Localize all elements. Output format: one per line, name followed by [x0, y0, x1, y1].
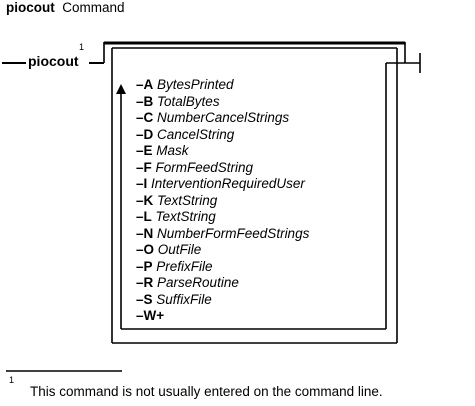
- option-row: –F FormFeedString: [136, 160, 253, 176]
- option-row: –W+: [136, 308, 164, 324]
- option-flag: –A: [136, 77, 154, 92]
- option-flag: –F: [136, 159, 152, 175]
- page-heading: piocout Command: [6, 0, 125, 15]
- option-parameter: SuffixFile: [156, 291, 212, 307]
- option-flag: –C: [136, 110, 154, 125]
- option-row: –K TextString: [136, 193, 217, 209]
- heading-command: piocout: [6, 0, 55, 15]
- option-parameter: NumberCancelStrings: [157, 110, 290, 125]
- option-row: –I InterventionRequiredUser: [136, 176, 305, 192]
- option-flag: –I: [136, 176, 148, 191]
- option-row: –E Mask: [136, 143, 189, 159]
- heading-label: Command: [62, 0, 125, 15]
- option-parameter: BytesPrinted: [157, 77, 234, 92]
- footnote-text: This command is not usually entered on t…: [30, 384, 383, 399]
- option-parameter: TextString: [155, 209, 216, 224]
- option-flag: –P: [136, 258, 153, 274]
- option-flag: –B: [136, 93, 154, 109]
- option-flag: –S: [136, 291, 153, 307]
- option-row: –S SuffixFile: [136, 292, 212, 308]
- option-parameter: CancelString: [157, 126, 235, 142]
- option-row: –A BytesPrinted: [136, 77, 234, 93]
- option-parameter: TextString: [157, 192, 218, 208]
- option-row: –P PrefixFile: [136, 259, 213, 275]
- option-flag: –N: [136, 225, 154, 241]
- footnote-mark: 1: [9, 375, 15, 385]
- syntax-command: piocout: [28, 53, 79, 69]
- option-flag: –O: [136, 242, 155, 257]
- option-parameter: OutFile: [157, 242, 202, 257]
- option-parameter: PrefixFile: [156, 258, 213, 274]
- syntax-footnote-mark: 1: [79, 42, 85, 52]
- option-parameter: NumberFormFeedStrings: [157, 225, 310, 241]
- option-flag: –K: [136, 192, 154, 208]
- option-row: –R ParseRoutine: [136, 275, 239, 291]
- option-row: –O OutFile: [136, 242, 201, 258]
- option-parameter: ParseRoutine: [157, 275, 239, 290]
- option-flag: –D: [136, 126, 154, 142]
- option-row: –C NumberCancelStrings: [136, 110, 289, 126]
- option-row: –N NumberFormFeedStrings: [136, 226, 309, 242]
- option-row: –D CancelString: [136, 127, 234, 143]
- option-parameter: TotalBytes: [157, 93, 220, 109]
- repeat-arrow-icon: [116, 84, 126, 94]
- option-parameter: FormFeedString: [155, 159, 254, 175]
- option-flag: –W+: [136, 308, 165, 323]
- option-row: –B TotalBytes: [136, 94, 220, 110]
- option-flag: –L: [136, 209, 152, 224]
- option-parameter: Mask: [156, 143, 189, 158]
- option-flag: –E: [136, 143, 153, 158]
- option-flag: –R: [136, 275, 154, 290]
- option-parameter: InterventionRequiredUser: [151, 176, 305, 191]
- option-row: –L TextString: [136, 209, 216, 225]
